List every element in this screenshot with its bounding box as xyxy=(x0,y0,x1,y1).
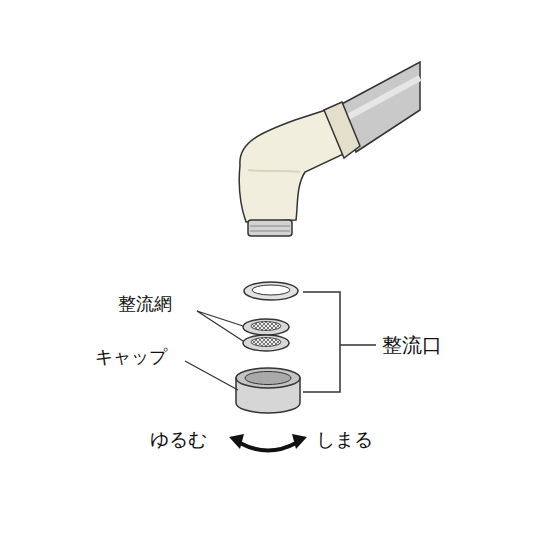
group-bracket xyxy=(303,292,376,392)
arrow-head xyxy=(229,434,244,449)
turn-arrow xyxy=(240,443,296,451)
cap-opening xyxy=(245,372,291,385)
thread-line xyxy=(250,226,290,227)
mesh-disk xyxy=(243,319,289,335)
packing-ring-hole xyxy=(252,285,290,295)
head-shade xyxy=(248,170,300,172)
direction-label: ゆるむ xyxy=(150,428,207,451)
arrow-head xyxy=(292,434,307,449)
leader-line xyxy=(185,361,238,390)
thread-outlet xyxy=(248,220,292,236)
head-collar xyxy=(324,102,360,158)
mesh-screen xyxy=(251,322,281,331)
mesh-disk xyxy=(243,335,289,351)
mesh-screen xyxy=(251,338,281,347)
packing-ring xyxy=(244,282,298,300)
leader-line xyxy=(197,311,243,341)
cap-top xyxy=(236,368,300,388)
thread-line xyxy=(250,231,290,232)
direction-label: しまる xyxy=(316,428,373,451)
part-label: キャップ xyxy=(95,346,167,368)
part-label: 整流網 xyxy=(118,293,172,315)
group-label: 整流口 xyxy=(382,333,442,357)
hose-highlight xyxy=(346,78,420,118)
